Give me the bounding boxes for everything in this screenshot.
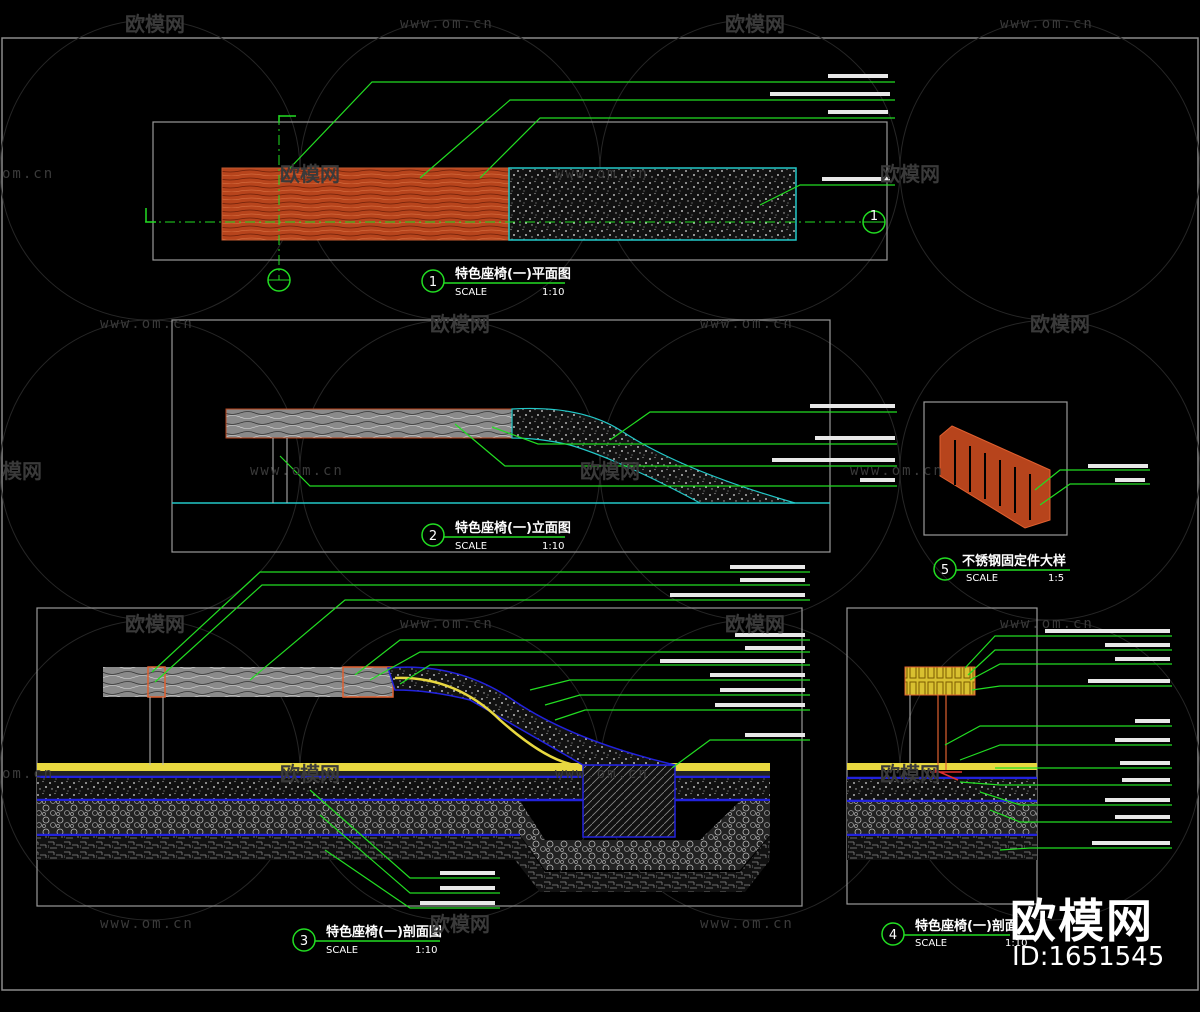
svg-text:www.om.cn: www.om.cn [1000,616,1094,632]
section-marker-bottom [267,268,291,292]
svg-text:SCALE: SCALE [915,938,947,949]
brand-logo-id: ID:1651545 [1012,942,1165,972]
svg-text:欧模网: 欧模网 [280,762,340,786]
svg-text:欧模网: 欧模网 [125,612,185,636]
drawing-3-title: 3 特色座椅(一)剖面图 SCALE 1:10 [292,924,442,956]
sheet-frame [1,37,1199,991]
svg-text:欧模网: 欧模网 [880,162,940,186]
svg-text:www.om.cn: www.om.cn [555,766,649,782]
svg-text:欧模网: 欧模网 [725,12,785,36]
svg-text:特色座椅(一)剖面: 特色座椅(一)剖面 [915,918,1018,934]
svg-text:特色座椅(一)立面图: 特色座椅(一)立面图 [455,520,571,536]
svg-text:5: 5 [941,563,949,578]
svg-text:1:10: 1:10 [415,945,437,956]
drawing-1-plan: 1 1 特色座椅(一)平面图 SCALE 1:10 [145,74,895,298]
svg-text:1:10: 1:10 [1005,938,1027,949]
drawing-3-section: 3 特色座椅(一)剖面图 SCALE 1:10 [36,565,810,956]
svg-text:4: 4 [889,928,897,943]
svg-text:欧模网: 欧模网 [125,12,185,36]
drawing-5-title: 5 不锈钢固定件大样 SCALE 1:5 [933,553,1070,584]
svg-text:特色座椅(一)剖面图: 特色座椅(一)剖面图 [326,924,442,940]
svg-text:www.om.cn: www.om.cn [850,463,944,479]
svg-text:SCALE: SCALE [455,287,487,298]
drawing-2-title: 2 特色座椅(一)立面图 SCALE 1:10 [421,520,571,552]
svg-text:www.om.cn: www.om.cn [555,166,649,182]
svg-text:om.cn: om.cn [2,766,54,782]
svg-text:欧模网: 欧模网 [880,762,940,786]
svg-text:欧模网: 欧模网 [725,612,785,636]
svg-text:om.cn: om.cn [2,166,54,182]
section-marker-label: 1 [870,209,878,224]
svg-text:www.om.cn: www.om.cn [250,463,344,479]
section-3-leader-labels [420,565,805,905]
brand-logo-name: 欧模网 [1010,894,1154,948]
section-marker-right [862,210,886,234]
svg-text:欧模网: 欧模网 [580,459,640,483]
svg-text:欧模网: 欧模网 [1030,312,1090,336]
svg-text:www.om.cn: www.om.cn [100,316,194,332]
drawing-4-title: 4 特色座椅(一)剖面 SCALE 1:10 [881,918,1027,949]
plan-leader-labels [770,74,890,181]
svg-text:1:10: 1:10 [542,287,564,298]
svg-text:www.om.cn: www.om.cn [700,316,794,332]
drawing-1-title: 1 特色座椅(一)平面图 SCALE 1:10 [421,266,571,298]
svg-text:www.om.cn: www.om.cn [100,916,194,932]
svg-text:1:10: 1:10 [542,541,564,552]
svg-text:www.om.cn: www.om.cn [1000,16,1094,32]
svg-text:SCALE: SCALE [966,573,998,584]
svg-text:www.om.cn: www.om.cn [400,16,494,32]
svg-text:www.om.cn: www.om.cn [400,616,494,632]
svg-text:特色座椅(一)平面图: 特色座椅(一)平面图 [455,266,571,282]
section-4-leader-labels [1045,629,1170,845]
svg-text:不锈钢固定件大样: 不锈钢固定件大样 [962,553,1066,569]
svg-text:SCALE: SCALE [326,945,358,956]
svg-text:1:5: 1:5 [1048,573,1064,584]
watermarks: 欧模网 www.om.cn 欧模网 www.om.cn om.cn 欧模网 ww… [2,12,1094,936]
elevation-leader-labels [772,404,895,482]
svg-text:1: 1 [429,275,437,290]
svg-text:SCALE: SCALE [455,541,487,552]
svg-text:欧模网: 欧模网 [430,912,490,936]
drawing-5-detail: 5 不锈钢固定件大样 SCALE 1:5 [923,401,1150,584]
svg-text:欧模网: 欧模网 [280,162,340,186]
svg-text:欧模网: 欧模网 [430,312,490,336]
svg-text:www.om.cn: www.om.cn [700,916,794,932]
svg-text:2: 2 [429,529,437,544]
drawing-2-elevation: 2 特色座椅(一)立面图 SCALE 1:10 [171,319,897,553]
svg-text:3: 3 [300,934,308,949]
drawing-4-section: 4 特色座椅(一)剖面 SCALE 1:10 [846,607,1172,949]
svg-text:模网: 模网 [2,459,42,483]
